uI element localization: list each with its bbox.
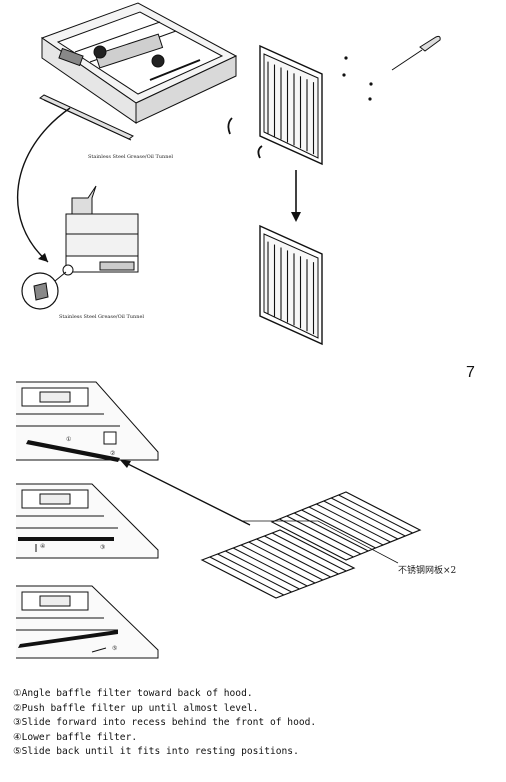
step-1: ①Angle baffle filter toward back of hood… <box>13 688 253 699</box>
filter-slat <box>256 538 331 578</box>
callout-step1: ① <box>66 436 72 443</box>
step-5: ⑤Slide back until it fits into resting p… <box>13 746 299 758</box>
hood-side-view <box>62 185 139 276</box>
step-diagram-3 <box>16 585 159 659</box>
curved-arrow <box>17 107 71 263</box>
callout-step3: ③ <box>100 544 106 551</box>
filter-slat <box>308 506 384 546</box>
filter-slat <box>225 550 300 590</box>
callout-step5: ⑤ <box>112 645 118 652</box>
step-diagram-1 <box>16 381 159 462</box>
step-3: ③Slide forward into recess behind the fr… <box>13 717 317 729</box>
tunnel-detail-magnifier <box>21 271 67 310</box>
baffle-filter-assembled <box>259 224 323 346</box>
page-number: 7 <box>466 364 475 381</box>
filter-slat <box>271 532 347 572</box>
filter-quantity-label: 不锈钢网板×2 <box>398 566 457 576</box>
step-pointer-arrow <box>123 461 251 526</box>
filter-slats <box>267 61 315 335</box>
filter-pair-slats <box>209 494 413 596</box>
grease-tunnel-caption-lower: Stainless Steel Grease/Oil Tunnel <box>59 314 145 320</box>
screwdriver-icon <box>391 35 441 71</box>
screws <box>342 56 373 101</box>
filter-slat <box>240 544 316 584</box>
filter-slat <box>330 497 406 537</box>
filter-slat <box>316 503 391 543</box>
filter-slat <box>264 535 339 575</box>
filter-slat <box>248 541 324 581</box>
filter-slat <box>301 509 376 549</box>
filter-slat <box>232 547 308 587</box>
callout-step2: ② <box>110 450 116 457</box>
callout-step4: ④ <box>40 543 46 550</box>
filter-slat <box>323 500 399 540</box>
filter-slat <box>286 515 362 555</box>
filter-slat <box>217 553 292 593</box>
filter-slat <box>279 518 354 558</box>
filter-slat <box>209 556 285 596</box>
filter-slat <box>293 512 369 552</box>
grease-tunnel-upper <box>39 94 134 141</box>
filter-slat <box>338 494 413 534</box>
step-4: ④Lower baffle filter. <box>13 731 138 743</box>
grease-tunnel-caption-upper: Stainless Steel Grease/Oil Tunnel <box>88 154 174 160</box>
baffle-filter-exploded <box>259 44 323 166</box>
step-2: ②Push baffle filter up until almost leve… <box>13 702 259 714</box>
instruction-steps: ①Angle baffle filter toward back of hood… <box>13 687 316 760</box>
step-diagram-2 <box>16 483 159 559</box>
range-hood-illustration <box>40 2 238 124</box>
filter-handle-left <box>227 117 233 135</box>
filter-handle-right <box>257 145 263 159</box>
